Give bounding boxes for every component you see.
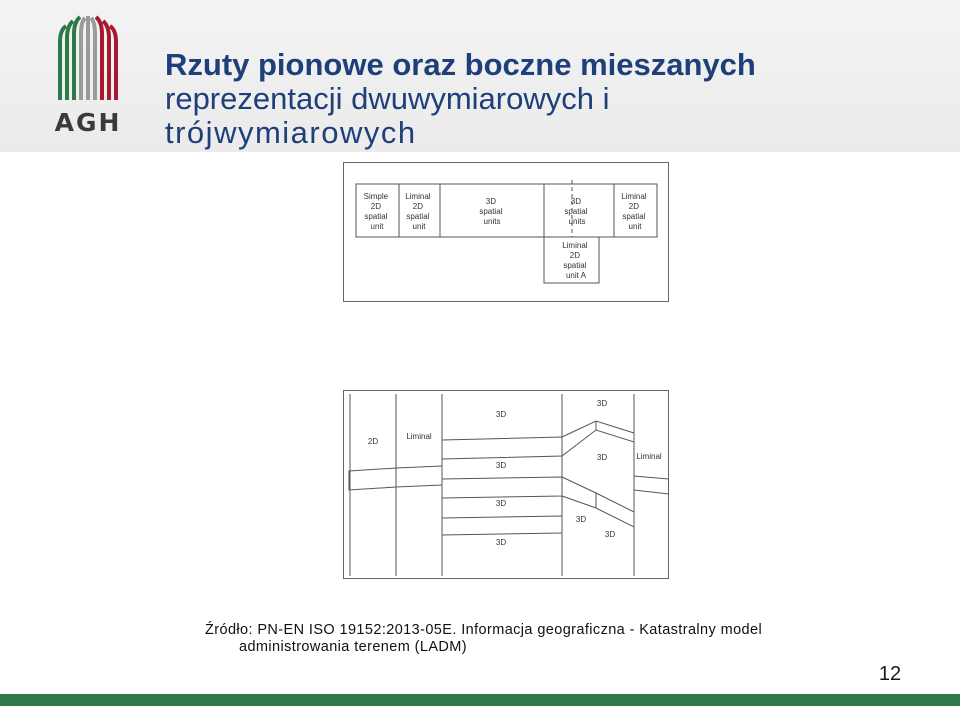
liminal-unit-a-label: Liminal 2D spatial unit A bbox=[562, 241, 590, 280]
title-line-2: reprezentacji dwuwymiarowych i bbox=[165, 81, 610, 116]
3d-top-right-label: 3D bbox=[597, 399, 607, 408]
3d-low-right-label-2: 3D bbox=[605, 530, 615, 539]
3d-units-label: 3D spatial units bbox=[479, 197, 504, 226]
3d-units-label-2: 3D spatial units bbox=[564, 197, 589, 226]
liminal-unit-box-2 bbox=[613, 183, 658, 238]
3d-low-right-label-1: 3D bbox=[576, 515, 586, 524]
footer-bar bbox=[0, 694, 960, 706]
liminal-unit-label-2: Liminal 2D spatial unit bbox=[621, 192, 649, 231]
liminal-right-label: Liminal bbox=[636, 452, 662, 461]
simple-unit-box bbox=[355, 183, 400, 238]
3d-top-label: 3D bbox=[496, 410, 506, 419]
header-band bbox=[0, 0, 960, 152]
vertical-projection-diagram: Simple 2D spatial unit Liminal 2D spatia… bbox=[343, 162, 669, 302]
page-title: Rzuty pionowe oraz boczne mieszanych rep… bbox=[165, 48, 945, 152]
title-line-3: trójwymiarowych bbox=[165, 115, 417, 150]
diagram-frame-2 bbox=[343, 390, 669, 579]
liminal-unit-label: Liminal 2D spatial unit bbox=[405, 192, 433, 231]
title-line-1: Rzuty pionowe oraz boczne mieszanych bbox=[165, 48, 756, 82]
3d-mid-right-label: 3D bbox=[597, 453, 607, 462]
agh-logo: AGH bbox=[52, 14, 124, 138]
2d-label: 2D bbox=[368, 437, 378, 446]
3d-units-box bbox=[439, 183, 545, 238]
agh-logo-text: AGH bbox=[54, 108, 122, 137]
page-number: 12 bbox=[878, 663, 902, 685]
liminal-unit-a-box bbox=[543, 236, 600, 284]
side-projection-diagram: 2D Liminal 3D 3D 3D 3D Liminal 3D 3D 3D … bbox=[343, 390, 669, 579]
3d-bottom-label: 3D bbox=[496, 538, 506, 547]
3d-low-label: 3D bbox=[496, 499, 506, 508]
source-line-2: administrowania terenem (LADM) bbox=[239, 639, 467, 655]
source-citation: Źródło: PN-EN ISO 19152:2013-05E. Inform… bbox=[205, 622, 945, 656]
3d-mid-label: 3D bbox=[496, 461, 506, 470]
agh-logo-emblem bbox=[58, 15, 118, 100]
liminal-unit-box bbox=[398, 183, 441, 238]
source-line-1: Źródło: PN-EN ISO 19152:2013-05E. Inform… bbox=[205, 622, 763, 638]
liminal-left-label: Liminal bbox=[406, 432, 432, 441]
simple-unit-label: Simple 2D spatial unit bbox=[364, 192, 391, 231]
